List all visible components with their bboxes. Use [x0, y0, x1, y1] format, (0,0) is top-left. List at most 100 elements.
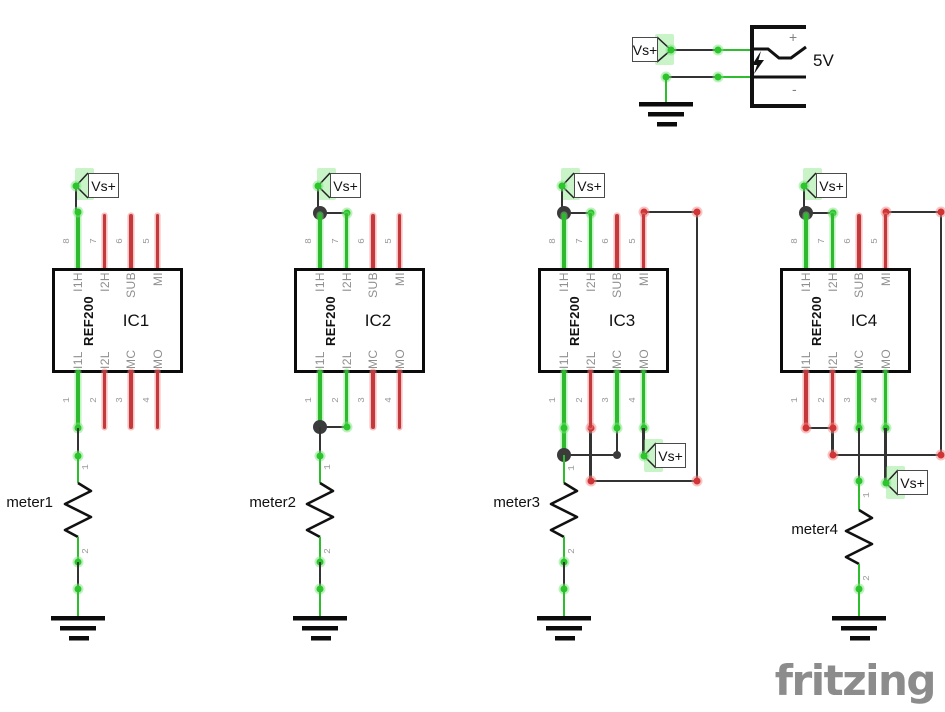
- wire[interactable]: [562, 455, 566, 483]
- wire[interactable]: [563, 211, 591, 215]
- wire[interactable]: [562, 589, 566, 617]
- pin-leg[interactable]: [562, 370, 566, 455]
- pin-leg[interactable]: [641, 370, 646, 428]
- pin-name: I1H: [71, 272, 85, 292]
- ground-icon[interactable]: [292, 616, 348, 642]
- pin-leg[interactable]: [318, 213, 322, 271]
- wire[interactable]: [74, 186, 78, 213]
- pin-leg[interactable]: [344, 370, 349, 427]
- wire[interactable]: [857, 589, 861, 617]
- wire[interactable]: [318, 427, 322, 456]
- wire[interactable]: [590, 479, 698, 483]
- wire[interactable]: [560, 186, 564, 213]
- pin-leg[interactable]: [615, 370, 619, 428]
- ground-icon[interactable]: [536, 616, 592, 642]
- wire[interactable]: [76, 428, 80, 456]
- wire[interactable]: [857, 428, 861, 481]
- pin-leg[interactable]: [397, 370, 402, 429]
- pin-leg[interactable]: [344, 213, 349, 271]
- resistor-icon[interactable]: [63, 481, 93, 539]
- wire[interactable]: [562, 537, 566, 562]
- resistor-icon[interactable]: [844, 508, 874, 566]
- wire[interactable]: [671, 48, 718, 52]
- pin-leg[interactable]: [641, 214, 646, 271]
- wire[interactable]: [857, 564, 861, 589]
- wire[interactable]: [318, 456, 322, 483]
- wire[interactable]: [615, 428, 619, 455]
- pin-leg[interactable]: [588, 213, 593, 271]
- net-label-flag[interactable]: Vs+: [655, 443, 686, 468]
- ground-icon[interactable]: [831, 616, 887, 642]
- pin-leg[interactable]: [102, 370, 107, 429]
- pin-leg[interactable]: [830, 213, 835, 271]
- pin-leg[interactable]: [318, 370, 322, 427]
- net-label-flag[interactable]: Vs+: [632, 37, 658, 62]
- wire[interactable]: [76, 456, 80, 483]
- wire[interactable]: [319, 211, 347, 215]
- wire[interactable]: [318, 537, 322, 562]
- pin-leg[interactable]: [76, 370, 80, 428]
- ground-icon[interactable]: [50, 616, 106, 642]
- wire[interactable]: [832, 453, 942, 457]
- pin-leg[interactable]: [76, 212, 80, 271]
- wire[interactable]: [76, 537, 80, 562]
- ground-icon[interactable]: [638, 102, 694, 128]
- pin-leg[interactable]: [129, 214, 133, 271]
- net-label-flag[interactable]: Vs+: [816, 173, 847, 198]
- net-label-flag[interactable]: Vs+: [330, 173, 361, 198]
- wire[interactable]: [562, 562, 566, 589]
- ic-body[interactable]: [52, 268, 183, 373]
- net-label-flag[interactable]: Vs+: [574, 173, 605, 198]
- wire[interactable]: [564, 453, 617, 457]
- pin-leg[interactable]: [830, 370, 835, 428]
- pin-number: 7: [815, 238, 827, 244]
- wire[interactable]: [831, 428, 834, 455]
- wire[interactable]: [939, 212, 943, 455]
- pin-leg[interactable]: [102, 214, 107, 271]
- pin-leg[interactable]: [883, 370, 888, 428]
- wire[interactable]: [76, 562, 80, 589]
- wire[interactable]: [664, 77, 668, 103]
- wire[interactable]: [319, 425, 347, 429]
- wire[interactable]: [718, 48, 752, 52]
- wire[interactable]: [718, 75, 752, 79]
- pin-leg[interactable]: [371, 370, 375, 429]
- wire[interactable]: [805, 211, 833, 215]
- wire[interactable]: [642, 428, 645, 456]
- pin-leg[interactable]: [615, 214, 619, 271]
- ic-body[interactable]: [538, 268, 669, 373]
- wire[interactable]: [643, 210, 698, 214]
- pin-leg[interactable]: [155, 214, 160, 271]
- pin-leg[interactable]: [588, 370, 593, 428]
- wire[interactable]: [666, 75, 718, 79]
- pin-leg[interactable]: [883, 214, 888, 271]
- wire[interactable]: [318, 562, 322, 589]
- battery-icon[interactable]: [745, 20, 850, 115]
- pin-leg[interactable]: [804, 213, 808, 271]
- net-label-flag[interactable]: Vs+: [897, 470, 928, 495]
- pin-leg[interactable]: [857, 370, 861, 428]
- pin-leg[interactable]: [155, 370, 160, 429]
- pin-leg[interactable]: [371, 214, 375, 271]
- pin-leg[interactable]: [562, 213, 566, 271]
- connection-dot: [714, 73, 722, 81]
- wire[interactable]: [884, 428, 887, 483]
- pin-leg[interactable]: [857, 214, 861, 271]
- wire[interactable]: [885, 210, 942, 214]
- wire[interactable]: [76, 589, 80, 617]
- wire[interactable]: [857, 481, 861, 510]
- net-label-flag[interactable]: Vs+: [88, 173, 119, 198]
- wire[interactable]: [695, 212, 699, 481]
- wire[interactable]: [316, 186, 320, 213]
- pin-leg[interactable]: [129, 370, 133, 429]
- resistor-icon[interactable]: [305, 481, 335, 539]
- wire[interactable]: [802, 186, 806, 213]
- pin-leg[interactable]: [397, 214, 402, 271]
- ic-body[interactable]: [780, 268, 911, 373]
- resistor-icon[interactable]: [549, 481, 579, 539]
- wire[interactable]: [806, 426, 833, 430]
- ic-body[interactable]: [294, 268, 425, 373]
- wire[interactable]: [318, 589, 322, 617]
- pin-leg[interactable]: [804, 370, 808, 428]
- pin-number: 1: [547, 397, 558, 403]
